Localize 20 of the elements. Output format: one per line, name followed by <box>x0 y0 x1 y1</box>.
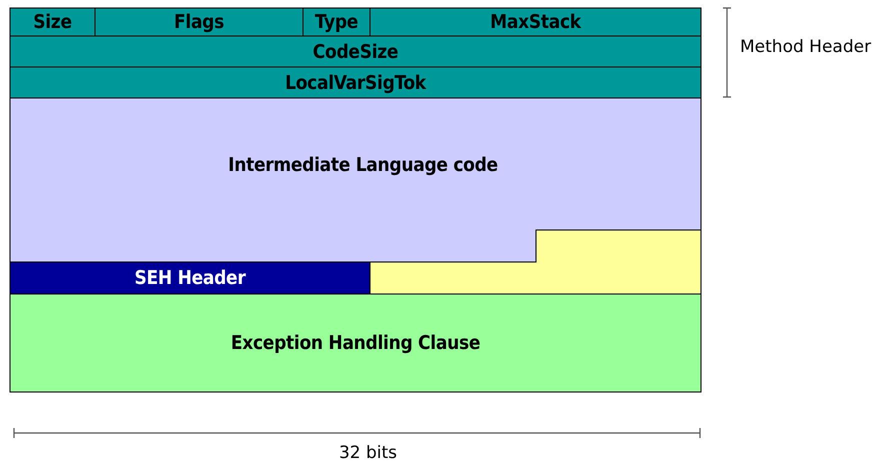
field-box <box>10 67 701 98</box>
field-box <box>95 8 303 36</box>
field-label: Intermediate Language code <box>228 154 498 176</box>
section-label: Method Header <box>740 37 872 57</box>
field-box <box>303 8 370 36</box>
field-label: MaxStack <box>490 11 581 33</box>
field-box <box>10 262 370 294</box>
field-label: Exception Handling Clause <box>230 332 480 354</box>
field-label: Flags <box>174 11 224 33</box>
field-box <box>10 36 701 67</box>
field-label: Type <box>314 11 358 33</box>
field-label: CodeSize <box>312 40 398 62</box>
field-label: Size <box>33 11 72 33</box>
field-label: LocalVarSigTok <box>285 72 426 94</box>
field-label: SEH Header <box>134 267 246 289</box>
dimension-label: 32 bits <box>338 443 398 463</box>
field-box <box>10 98 701 262</box>
field-box <box>10 294 701 392</box>
field-box <box>370 8 701 36</box>
field-box <box>10 8 95 36</box>
